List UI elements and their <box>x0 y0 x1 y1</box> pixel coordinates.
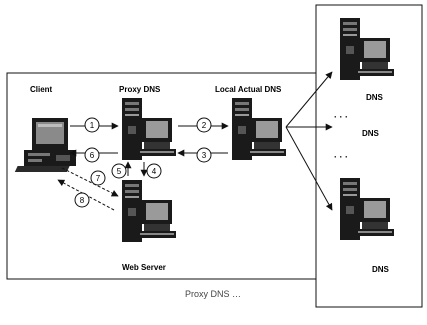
dns-label-1: DNS <box>366 93 384 102</box>
step-marker-4: 4 <box>147 164 161 178</box>
step-marker-2: 2 <box>197 118 211 132</box>
dns-server-icon-3 <box>340 178 394 240</box>
step-marker-1: 1 <box>85 118 99 132</box>
step-marker-6: 6 <box>85 148 99 162</box>
svg-text:6: 6 <box>90 151 95 160</box>
step-marker-8: 8 <box>75 193 89 207</box>
svg-text:1: 1 <box>90 121 95 130</box>
ellipsis-top: · · · <box>334 112 348 122</box>
svg-text:2: 2 <box>202 121 207 130</box>
dns-label-3: DNS <box>372 265 390 274</box>
svg-text:4: 4 <box>152 167 157 176</box>
svg-text:5: 5 <box>117 167 122 176</box>
arrow-to-dns-1 <box>286 72 332 127</box>
local-dns-server-icon <box>232 98 286 160</box>
step-marker-3: 3 <box>197 148 211 162</box>
proxy-dns-label: Proxy DNS <box>119 85 161 94</box>
main-frame <box>7 73 316 279</box>
dns-server-icon-1 <box>340 18 394 80</box>
local-dns-label: Local Actual DNS <box>215 85 282 94</box>
svg-text:7: 7 <box>96 174 101 183</box>
arrow-step-7 <box>62 168 118 196</box>
proxy-dns-server-icon <box>122 98 176 160</box>
arrow-to-dns-3 <box>286 127 332 210</box>
web-server-icon <box>122 180 176 242</box>
svg-text:3: 3 <box>202 151 207 160</box>
dns-label-2: DNS <box>362 129 380 138</box>
step-marker-5: 5 <box>112 164 126 178</box>
client-label: Client <box>30 85 53 94</box>
web-server-label: Web Server <box>122 263 166 272</box>
step-marker-7: 7 <box>91 171 105 185</box>
client-computer-icon <box>15 118 76 172</box>
svg-text:8: 8 <box>80 196 85 205</box>
figure-caption: Proxy DNS … <box>185 289 241 299</box>
ellipsis-bottom: · · · <box>334 152 348 162</box>
